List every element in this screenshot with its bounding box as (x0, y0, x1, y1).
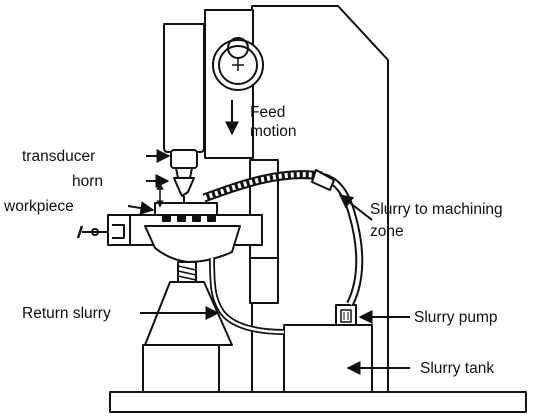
horn (173, 177, 195, 197)
label-slurry-to-zone-line2: zone (370, 223, 404, 240)
transducer-housing (163, 23, 205, 153)
label-slurry-pump: Slurry pump (414, 309, 498, 326)
label-slurry-to-zone-line1: Slurry to machining (370, 201, 503, 218)
slurry-tray (144, 225, 241, 263)
base-plate (109, 391, 527, 413)
label-slurry-tank: Slurry tank (420, 360, 494, 377)
pedestal (142, 344, 220, 393)
label-return-slurry: Return slurry (22, 305, 111, 322)
transducer (170, 149, 198, 169)
label-transducer: transducer (22, 148, 95, 165)
slurry-tank (283, 324, 373, 393)
label-horn: horn (72, 173, 103, 190)
label-feed-line2: motion (250, 123, 297, 140)
workpiece (154, 202, 218, 216)
label-workpiece: workpiece (3, 198, 74, 215)
label-feed-line1: Feed (250, 104, 285, 121)
